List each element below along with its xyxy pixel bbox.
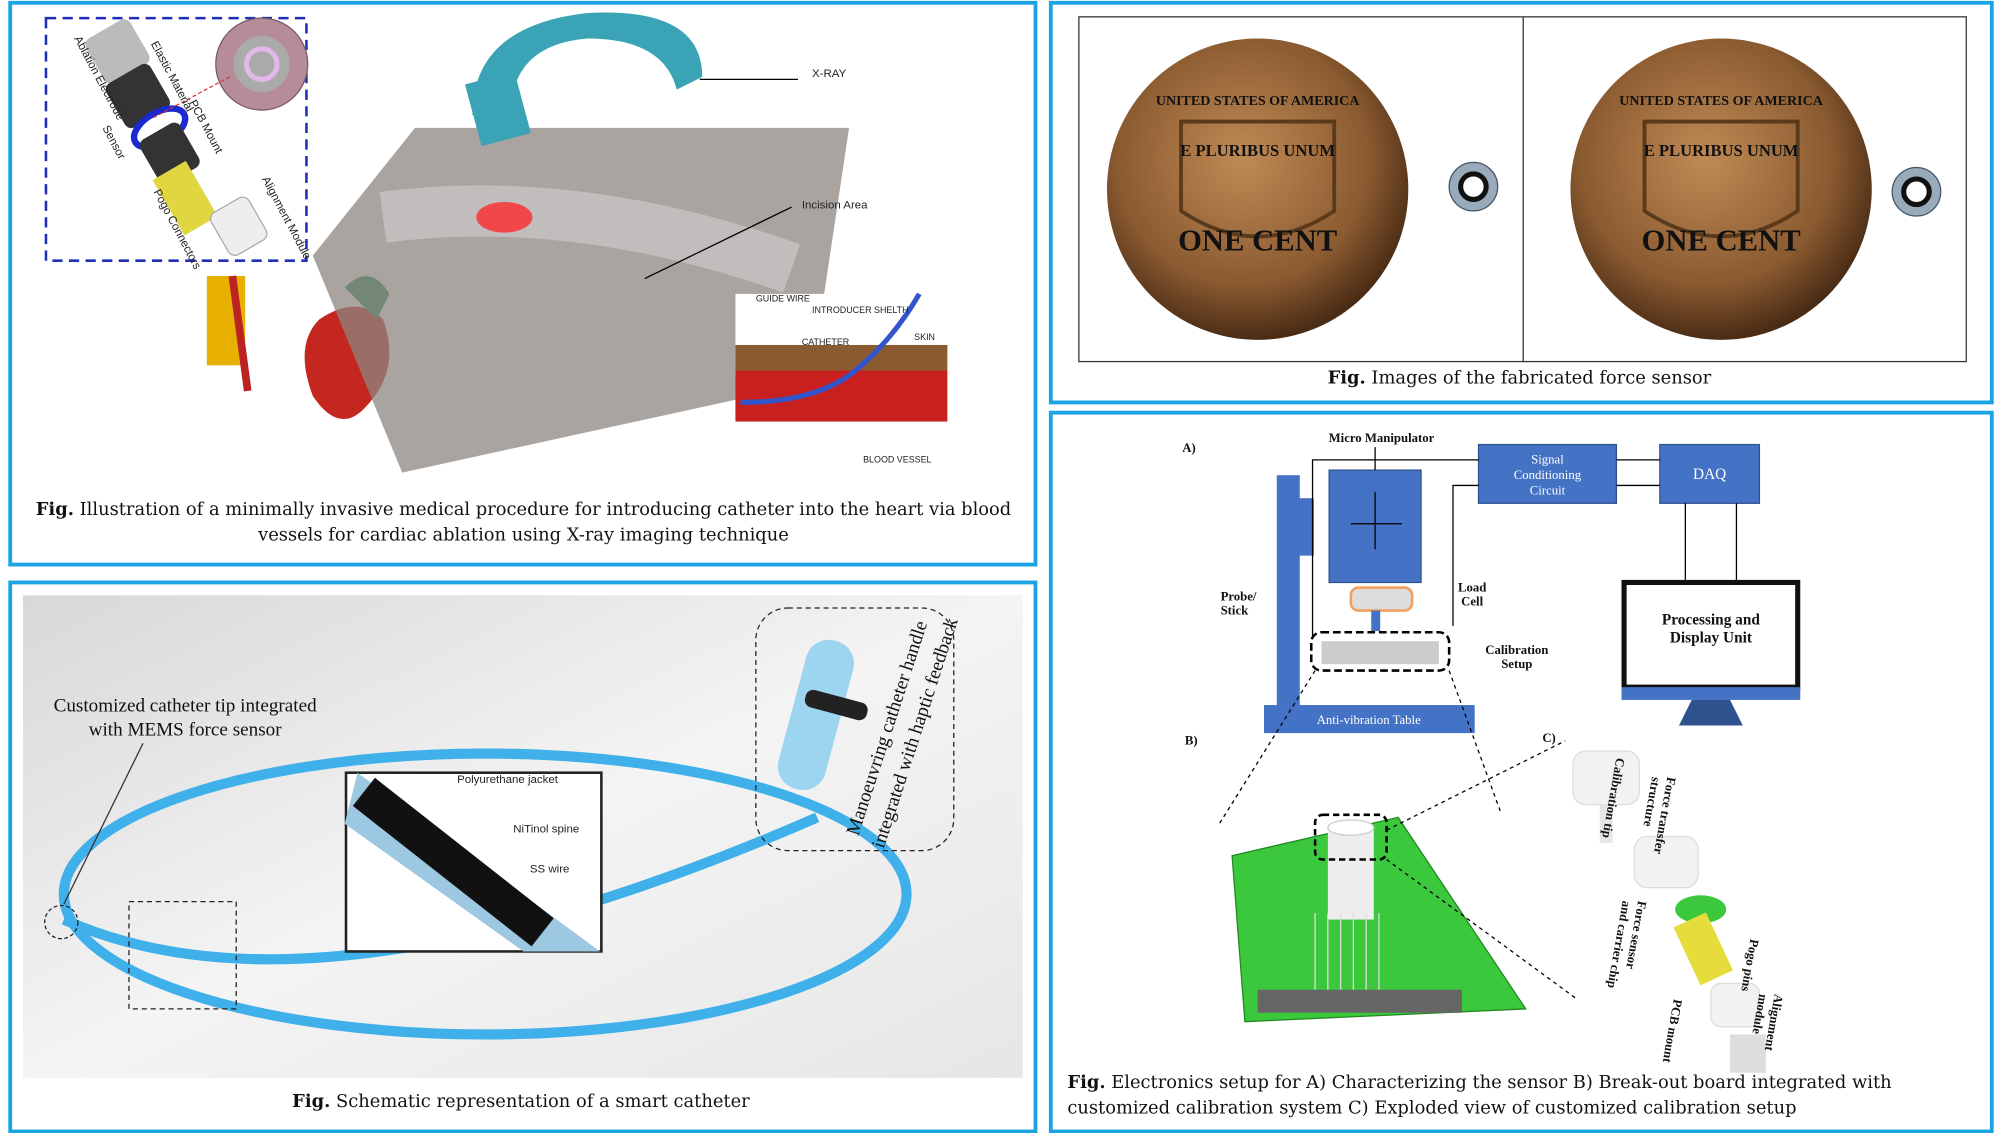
coin-value: ONE CENT	[1178, 223, 1337, 257]
coin-image-right: UNITED STATES OF AMERICA E PLURIBUS UNUM…	[1570, 38, 1872, 340]
alignment-module-label-2: module	[1749, 993, 1770, 1036]
sensor-chip-right	[1891, 166, 1942, 217]
catheter-loop	[58, 748, 912, 1040]
svg-text:Fig. Electronics setup for A): Fig. Electronics setup for A) Characteri…	[1067, 1072, 1891, 1093]
signal-conditioning-label-2: Conditioning	[1514, 468, 1582, 482]
catheter-handle	[777, 639, 855, 791]
sensor-exploded-illustration	[85, 17, 309, 256]
svg-text:Fig. Illustration of a minimal: Fig. Illustration of a minimally invasiv…	[36, 499, 1011, 520]
micro-manipulator-label: Micro Manipulator	[1329, 431, 1435, 445]
caption-prefix: Fig.	[1328, 367, 1366, 388]
section-a-label: A)	[1182, 441, 1195, 455]
caption-text: Illustration of a minimally invasive med…	[74, 499, 1011, 520]
label-tip-1: Customized catheter tip integrated	[54, 695, 318, 716]
sensor-chip-left	[1448, 161, 1499, 212]
label-incision-area: Incision Area	[802, 199, 868, 211]
coin-image-left: UNITED STATES OF AMERICA E PLURIBUS UNUM…	[1106, 38, 1409, 340]
label-introducer-sheath: INTRODUCER SHELTH	[812, 305, 909, 315]
load-cell-label-2: Cell	[1461, 594, 1483, 608]
panel-electronics-setup: A) B) C) Anti-vibration Table Micro Mani…	[1048, 410, 1994, 1133]
caption-prefix: Fig.	[1067, 1072, 1105, 1093]
display-unit-label-2: Display Unit	[1670, 629, 1753, 646]
caption-text: Electronics setup for A) Characterizing …	[1106, 1072, 1892, 1093]
exploded-calibration-setup: Calibration tip Force transfer structure…	[1572, 750, 1786, 1073]
anti-vibration-table-label: Anti-vibration Table	[1317, 713, 1421, 727]
coin-top-text: UNITED STATES OF AMERICA	[1619, 93, 1823, 109]
signal-conditioning-label-3: Circuit	[1530, 483, 1566, 497]
section-b-label: B)	[1185, 734, 1198, 748]
label-polyurethane: Polyurethane jacket	[457, 774, 559, 786]
caption-text-2: customized calibration system C) Explode…	[1067, 1098, 1796, 1119]
caption-text: Schematic representation of a smart cath…	[330, 1091, 750, 1112]
label-ss-wire: SS wire	[530, 863, 570, 875]
panel-force-sensor-images: UNITED STATES OF AMERICA E PLURIBUS UNUM…	[1048, 0, 1994, 405]
label-guide-wire: GUIDE WIRE	[756, 294, 810, 304]
caption-text-2: vessels for cardiac ablation using X-ray…	[257, 524, 789, 545]
panel-smart-catheter: Polyurethane jacket NiTinol spine SS wir…	[8, 580, 1038, 1133]
panel-catheter-procedure: Ablation Electrode Elastic Material PCB …	[8, 0, 1038, 567]
probe-label-2: Stick	[1221, 603, 1250, 617]
calibration-setup-label: Calibration	[1485, 643, 1548, 657]
signal-conditioning-label: Signal	[1531, 453, 1564, 467]
section-c-label: C)	[1542, 731, 1555, 745]
coin-top-text: UNITED STATES OF AMERICA	[1156, 93, 1360, 109]
caption-text: Images of the fabricated force sensor	[1366, 367, 1712, 388]
calibration-setup-label-2: Setup	[1501, 657, 1532, 671]
monitor	[1621, 579, 1801, 690]
label-tip-2: with MEMS force sensor	[89, 720, 283, 741]
caption-prefix: Fig.	[292, 1091, 330, 1112]
daq-label: DAQ	[1693, 466, 1726, 483]
label-nitinol: NiTinol spine	[513, 824, 579, 836]
sensor-inset-box	[44, 16, 308, 262]
display-unit-label: Processing and	[1662, 612, 1760, 629]
breakout-board	[1218, 670, 1579, 1023]
svg-text:Fig. Images of the fabricated: Fig. Images of the fabricated force sens…	[1328, 367, 1712, 388]
probe-label: Probe/	[1221, 589, 1257, 603]
label-catheter: CATHETER	[802, 337, 850, 347]
xray-patient-illustration	[312, 12, 850, 473]
coin-motto: E PLURIBUS UNUM	[1180, 141, 1335, 160]
caption-prefix: Fig.	[36, 499, 74, 520]
vessel-inset: GUIDE WIRE INTRODUCER SHELTH CATHETER SK…	[735, 292, 948, 464]
label-skin: SKIN	[914, 332, 935, 342]
coin-value: ONE CENT	[1642, 223, 1801, 257]
svg-text:Fig. Schematic representation: Fig. Schematic representation of a smart…	[292, 1091, 750, 1112]
block-diagram: Anti-vibration Table Micro Manipulator L…	[1221, 431, 1801, 734]
coin-motto: E PLURIBUS UNUM	[1644, 141, 1799, 160]
label-xray: X-RAY	[812, 68, 847, 80]
label-blood-vessel: BLOOD VESSEL	[863, 454, 931, 464]
catheter-crosssection-inset	[344, 771, 603, 953]
load-cell-label: Load	[1458, 580, 1486, 594]
